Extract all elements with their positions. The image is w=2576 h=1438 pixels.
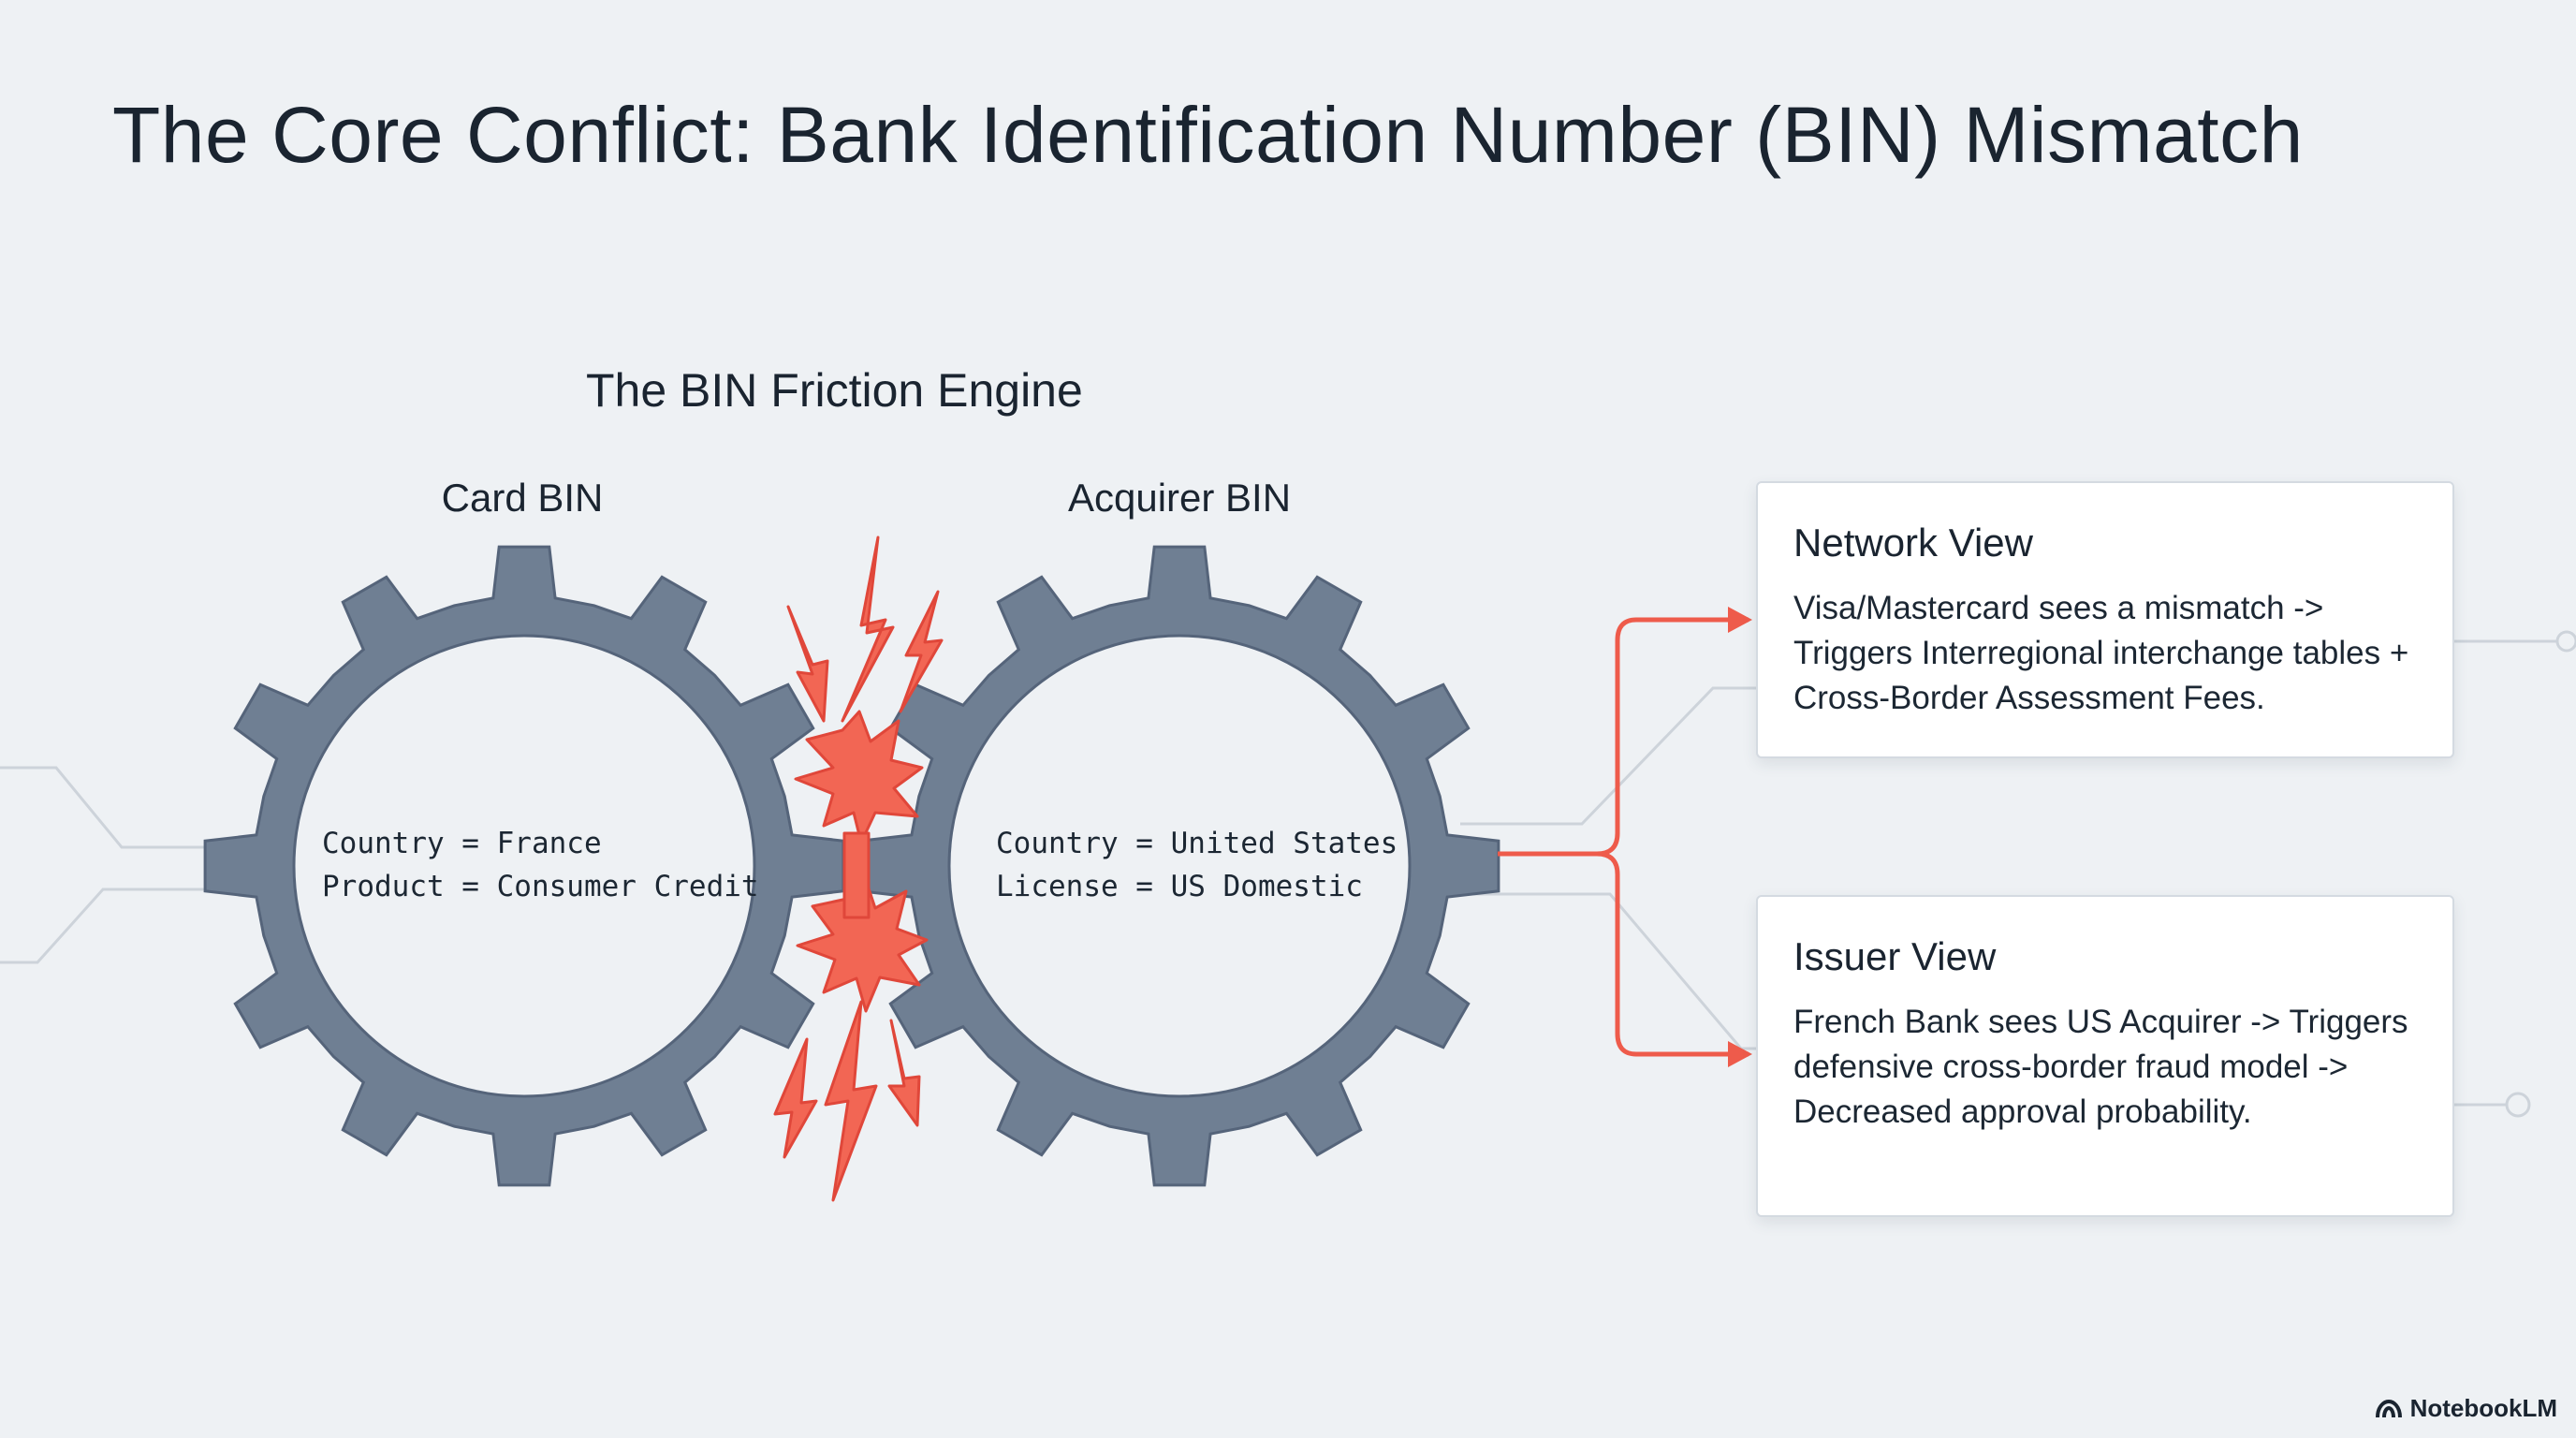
friction-spark-icon	[773, 536, 944, 1202]
arrow-head-issuer	[1728, 1041, 1752, 1067]
acquirer-bin-country: Country = United States	[996, 827, 1398, 860]
acquirer-bin-gear	[858, 545, 1500, 1187]
notebooklm-logo-icon	[2375, 1399, 2402, 1417]
card-bin-gear	[203, 545, 845, 1187]
issuer-view-body: French Bank sees US Acquirer -> Triggers…	[1793, 1004, 2408, 1130]
acquirer-bin-license: License = US Domestic	[996, 870, 1363, 903]
network-view-heading: Network View	[1793, 521, 2033, 565]
acquirer-bin-label: Acquirer BIN	[1067, 476, 1292, 520]
connector-arrows	[1498, 617, 1749, 1057]
acquirer-bin-attributes: Country = United States License = US Dom…	[996, 822, 1398, 908]
network-view-body: Visa/Mastercard sees a mismatch -> Trigg…	[1793, 590, 2409, 716]
issuer-view-heading: Issuer View	[1793, 934, 1997, 978]
page-title: The Core Conflict: Bank Identification N…	[112, 91, 2304, 179]
network-view-card: Network View Visa/Mastercard sees a mism…	[1756, 481, 2454, 758]
engine-subtitle: The BIN Friction Engine	[586, 364, 1083, 417]
issuer-view-card: Issuer View French Bank sees US Acquirer…	[1756, 895, 2454, 1217]
brand-watermark: NotebookLM	[2375, 1394, 2557, 1423]
card-bin-label: Card BIN	[441, 476, 604, 520]
background-lines	[0, 630, 2576, 1118]
card-bin-country: Country = France	[322, 827, 602, 860]
brand-name: NotebookLM	[2409, 1394, 2557, 1422]
arrow-head-network	[1728, 607, 1752, 633]
card-bin-attributes: Country = France Product = Consumer Cred…	[322, 822, 759, 908]
card-bin-product: Product = Consumer Credit	[322, 870, 759, 903]
